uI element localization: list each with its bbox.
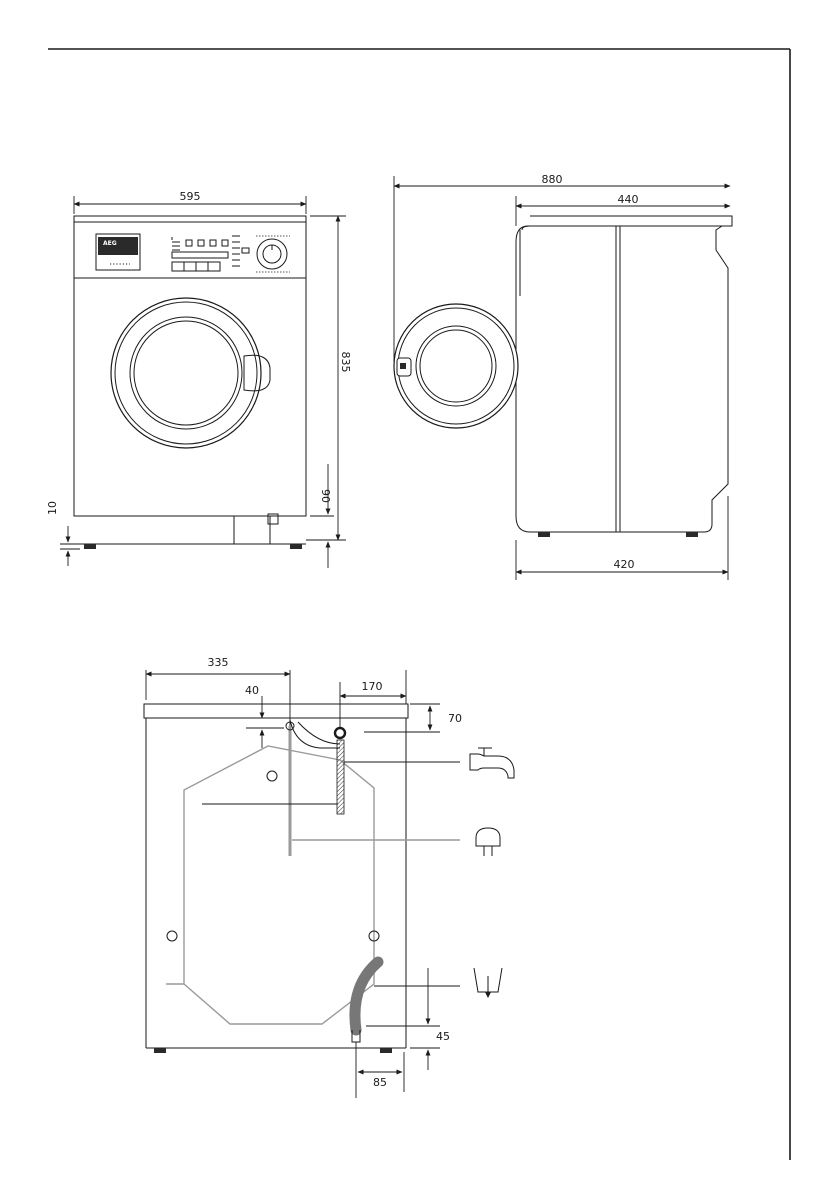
- open-door: [394, 304, 518, 428]
- side-cabinet: [516, 226, 728, 532]
- drain-height-label: 45: [436, 1030, 450, 1043]
- body-depth-label: 420: [614, 558, 635, 571]
- mounting-hole: [267, 771, 277, 781]
- hose-offset-label: 335: [208, 656, 229, 669]
- rear-view: 335 170 40 70: [144, 656, 514, 1098]
- push-button: [208, 262, 220, 271]
- foot: [380, 1048, 392, 1053]
- hose-drop-label: 40: [245, 684, 259, 697]
- plinth-height-label: 90: [319, 489, 332, 503]
- option-button: [186, 240, 192, 246]
- foot: [290, 544, 302, 549]
- foot: [686, 532, 698, 537]
- water-tap-icon: [470, 748, 514, 778]
- foot: [84, 544, 96, 549]
- option-button: [198, 240, 204, 246]
- push-button: [172, 262, 184, 271]
- drain-hose: [355, 962, 378, 1030]
- program-dial: [257, 239, 287, 269]
- push-button: [184, 262, 196, 271]
- side-worktop: [516, 216, 732, 296]
- worktop: [74, 216, 306, 222]
- service-flap: [234, 516, 270, 544]
- inlet-hose: [337, 740, 344, 814]
- option-button: [222, 240, 228, 246]
- foot: [538, 532, 550, 537]
- total-depth-label: 880: [542, 173, 563, 186]
- front-width-label: 595: [180, 190, 201, 203]
- inlet-offset-label: 170: [362, 680, 383, 693]
- brand-logo: AEG: [103, 240, 117, 247]
- inlet-drop-label: 70: [448, 712, 462, 725]
- mounting-hole: [167, 931, 177, 941]
- foot-height-label: 10: [46, 501, 59, 515]
- control-panel: [172, 236, 290, 272]
- drain-offset-label: 85: [373, 1076, 387, 1089]
- push-button: [196, 262, 208, 271]
- drum-outline: [184, 746, 374, 1024]
- display-strip: [172, 252, 228, 258]
- power-plug-icon: [476, 828, 500, 856]
- front-height-label: 835: [339, 352, 352, 373]
- option-button: [210, 240, 216, 246]
- foot: [154, 1048, 166, 1053]
- rear-worktop: [144, 704, 408, 718]
- front-view: 595 AEG: [46, 190, 352, 568]
- drain-icon: [474, 968, 502, 998]
- side-view: 880 440 420: [394, 173, 732, 580]
- top-depth-label: 440: [618, 193, 639, 206]
